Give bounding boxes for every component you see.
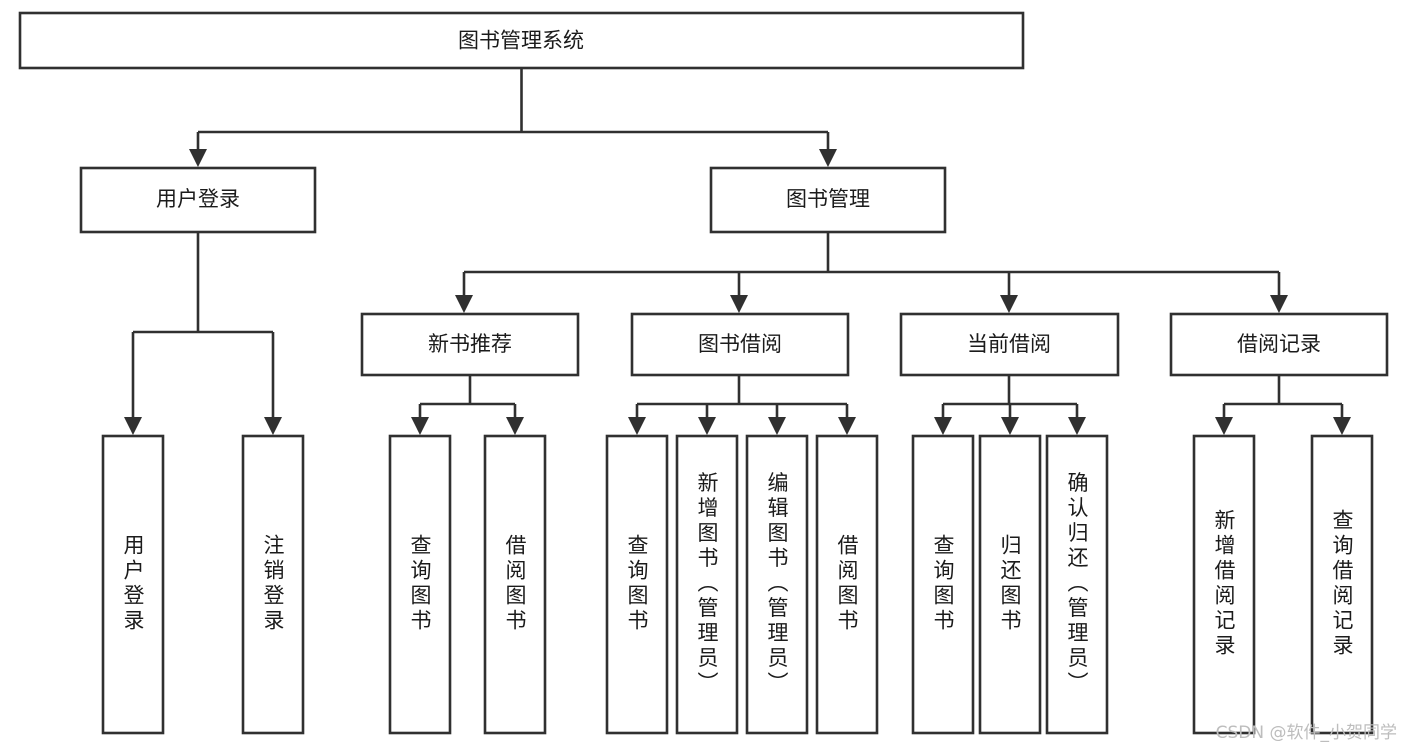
leaf-query-book-3[interactable]: 查询图书 [911, 434, 975, 735]
node-user-login[interactable]: 用户登录 [79, 166, 317, 234]
node-root[interactable]: 图书管理系统 [18, 11, 1025, 70]
leaf-query-record-box[interactable] [1310, 434, 1374, 735]
node-borrow-record-label: 借阅记录 [1237, 332, 1321, 356]
node-book-borrow[interactable]: 图书借阅 [630, 312, 850, 377]
leaf-query-record-label: 查询借阅记录 [1330, 509, 1354, 659]
leaf-confirm-return-box[interactable] [1045, 434, 1109, 735]
leaf-logout-login-label: 注销登录 [261, 534, 285, 634]
leaf-user-login-box[interactable] [101, 434, 165, 735]
node-book-borrow-box[interactable] [630, 312, 850, 377]
leaf-return-book-box[interactable] [978, 434, 1042, 735]
leaf-edit-book-box[interactable] [745, 434, 809, 735]
leaf-borrow-book-2-label: 借阅图书 [835, 534, 859, 634]
leaf-user-login-label: 用户登录 [121, 534, 145, 634]
node-book-manage-box[interactable] [709, 166, 947, 234]
leaf-return-book-label: 归还图书 [998, 534, 1022, 634]
node-book-manage[interactable]: 图书管理 [709, 166, 947, 234]
leaf-add-book-box[interactable] [675, 434, 739, 735]
leaf-query-record[interactable]: 查询借阅记录 [1310, 434, 1374, 735]
leaf-add-record-label: 新增借阅记录 [1212, 509, 1236, 659]
leaf-query-book-2-box[interactable] [605, 434, 669, 735]
leaf-query-book-3-label: 查询图书 [931, 534, 955, 634]
leaf-add-record[interactable]: 新增借阅记录 [1192, 434, 1256, 735]
connector-group-current-borrow [933, 375, 1087, 436]
node-user-login-box[interactable] [79, 166, 317, 234]
leaf-query-book-2[interactable]: 查询图书 [605, 434, 669, 735]
leaf-return-book[interactable]: 归还图书 [978, 434, 1042, 735]
node-borrow-record-box[interactable] [1169, 312, 1389, 377]
node-book-borrow-label: 图书借阅 [698, 332, 782, 356]
leaf-logout-login[interactable]: 注销登录 [241, 434, 305, 735]
leaf-edit-book[interactable]: 编辑图书（管理员） [745, 434, 809, 735]
node-current-borrow-box[interactable] [899, 312, 1120, 377]
connector-group-root [188, 68, 838, 168]
node-root-label: 图书管理系统 [458, 29, 584, 53]
leaf-borrow-book-1-box[interactable] [483, 434, 547, 735]
connector-group-user-login [123, 232, 283, 436]
leaf-add-book[interactable]: 新增图书（管理员） [675, 434, 739, 735]
leaf-query-book-1-box[interactable] [388, 434, 452, 735]
leaf-borrow-book-1-label: 借阅图书 [503, 534, 527, 634]
connector-group-book-borrow [627, 375, 857, 436]
leaf-logout-login-box[interactable] [241, 434, 305, 735]
leaf-query-book-2-label: 查询图书 [625, 534, 649, 634]
leaf-add-record-box[interactable] [1192, 434, 1256, 735]
leaf-query-book-3-box[interactable] [911, 434, 975, 735]
node-new-book-recommend-label: 新书推荐 [428, 332, 512, 356]
leaf-borrow-book-1[interactable]: 借阅图书 [483, 434, 547, 735]
leaf-user-login[interactable]: 用户登录 [101, 434, 165, 735]
leaf-borrow-book-2[interactable]: 借阅图书 [815, 434, 879, 735]
leaf-add-book-label: 新增图书（管理员） [695, 472, 719, 697]
node-new-book-recommend[interactable]: 新书推荐 [360, 312, 580, 377]
node-root-box[interactable] [18, 11, 1025, 70]
leaf-confirm-return[interactable]: 确认归还（管理员） [1045, 434, 1109, 735]
node-current-borrow[interactable]: 当前借阅 [899, 312, 1120, 377]
leaf-edit-book-label: 编辑图书（管理员） [765, 472, 789, 697]
node-book-manage-label: 图书管理 [786, 187, 870, 211]
node-current-borrow-label: 当前借阅 [967, 332, 1051, 356]
connector-group-book-manage [454, 232, 1289, 314]
connector-group-new-book-recommend [410, 375, 525, 436]
leaf-confirm-return-label: 确认归还（管理员） [1065, 472, 1089, 697]
leaf-query-book-1-label: 查询图书 [408, 534, 432, 634]
node-borrow-record[interactable]: 借阅记录 [1169, 312, 1389, 377]
leaf-query-book-1[interactable]: 查询图书 [388, 434, 452, 735]
leaf-borrow-book-2-box[interactable] [815, 434, 879, 735]
node-new-book-recommend-box[interactable] [360, 312, 580, 377]
node-user-login-label: 用户登录 [156, 187, 240, 211]
connector-group-borrow-record [1214, 375, 1352, 436]
